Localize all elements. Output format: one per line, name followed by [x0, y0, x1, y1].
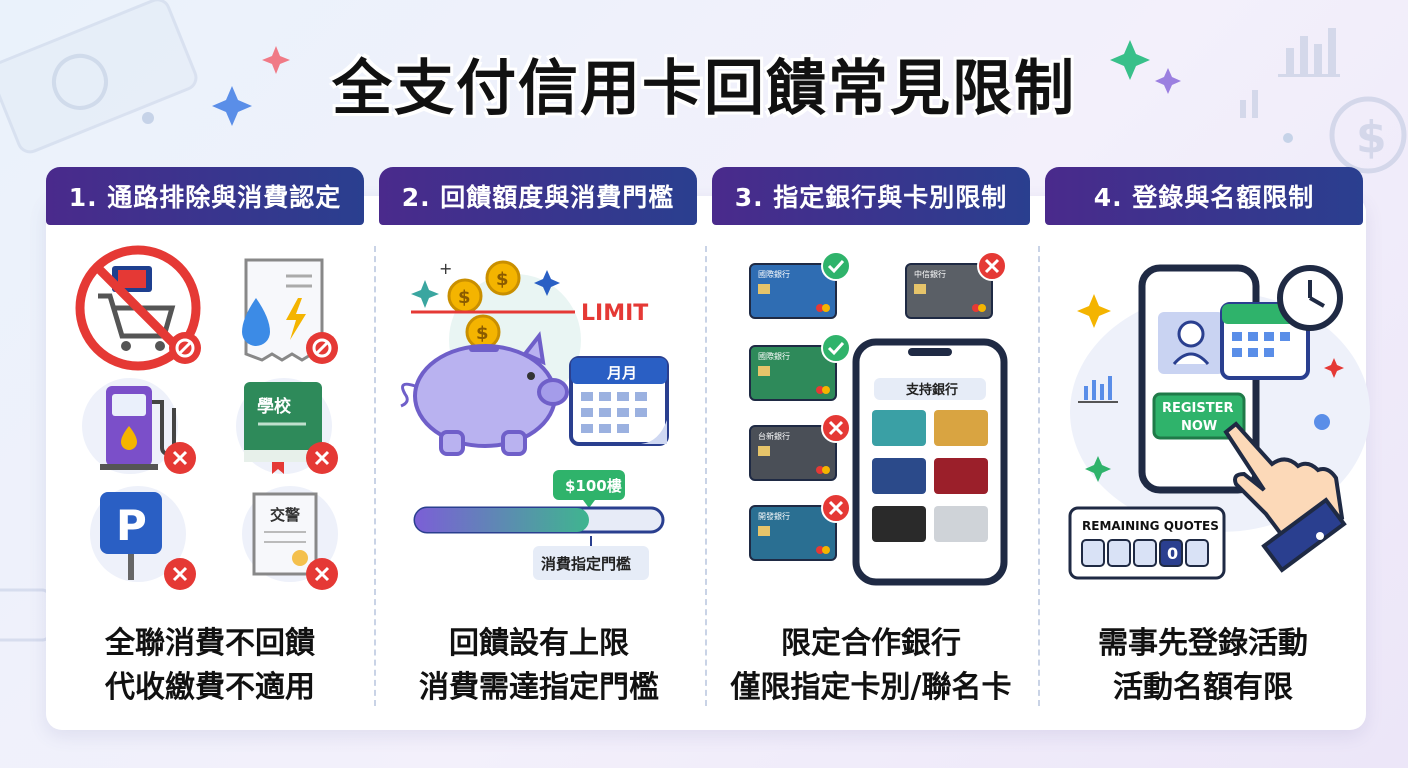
supermarket-ban-icon	[75, 245, 201, 371]
school-label: 學校	[257, 396, 292, 417]
bank-card: 國際銀行	[749, 251, 851, 319]
bank-card: 開發銀行	[749, 493, 851, 561]
bank-card: 中信銀行	[905, 251, 1007, 319]
tab-channel-exclusion: 1. 通路排除與消費認定	[46, 167, 364, 225]
monthly-calendar-icon: 月月	[569, 356, 669, 446]
caption-line: 代收繳費不適用	[105, 670, 315, 705]
amount-badge-text: $100樓	[565, 477, 622, 495]
check-icon	[821, 251, 851, 281]
bank-card: 國際銀行	[749, 333, 851, 401]
bank-card-name: 中信銀行	[914, 269, 946, 279]
calendar-label: 月月	[606, 364, 637, 382]
column-divider	[1038, 246, 1040, 706]
caption-channel-exclusion: 全聯消費不回饋 代收繳費不適用	[45, 622, 375, 710]
traffic-ticket-icon: 交警	[242, 486, 338, 590]
amount-badge: $100樓	[553, 470, 625, 508]
channel-exclusion-illustration: 學校 P 交警	[75, 245, 338, 590]
tab-bank-restriction: 3. 指定銀行與卡別限制	[712, 167, 1030, 225]
caption-line: 消費需達指定門檻	[419, 670, 659, 705]
remaining-quotes-value: 0	[1167, 544, 1178, 563]
piggy-bank-icon	[400, 331, 569, 456]
register-now-button	[1152, 392, 1246, 440]
column-divider	[705, 246, 707, 706]
bank-restriction-illustration: 支持銀行 國際銀行中信銀行國際銀行台新銀行開發銀行	[749, 251, 1008, 586]
remaining-quotes-label: REMAINING QUOTES	[1082, 519, 1219, 533]
caption-bank-restriction: 限定合作銀行 僅限指定卡別/聯名卡	[706, 622, 1036, 710]
svg-text:$: $	[476, 323, 489, 344]
caption-line: 限定合作銀行	[781, 626, 961, 661]
limit-label: LIMIT	[581, 301, 648, 326]
svg-text:+: +	[439, 259, 452, 278]
caption-line: 需事先登錄活動	[1098, 626, 1308, 661]
tab-registration-limit: 4. 登錄與名額限制	[1045, 167, 1363, 225]
utility-bill-icon	[242, 258, 338, 364]
bank-card-list: 國際銀行中信銀行國際銀行台新銀行開發銀行	[749, 251, 1007, 561]
bank-card-name: 國際銀行	[758, 351, 790, 361]
traffic-ticket-label: 交警	[270, 506, 300, 524]
clock-icon	[1277, 265, 1343, 331]
register-now-label-line1: REGISTER	[1162, 401, 1234, 416]
caption-line: 回饋設有上限	[449, 626, 629, 661]
caption-line: 全聯消費不回饋	[105, 626, 315, 661]
caption-reward-cap: 回饋設有上限 消費需達指定門檻	[374, 622, 704, 710]
page-title: 全支付信用卡回饋常見限制	[332, 54, 1076, 124]
register-now-label-line2: NOW	[1181, 419, 1217, 434]
bank-card-name: 台新銀行	[758, 431, 790, 441]
bank-card-name: 開發銀行	[758, 511, 790, 521]
caption-line: 活動名額有限	[1113, 670, 1293, 705]
reward-cap-illustration: + $ $ $ LIMIT 月月 $100樓	[400, 259, 669, 580]
pointing-hand-icon	[1223, 421, 1347, 573]
bank-card-name: 國際銀行	[758, 269, 790, 279]
registration-limit-illustration: REGISTER NOW REMAINING QUOTES 0	[1068, 264, 1370, 580]
caption-line: 僅限指定卡別/聯名卡	[730, 670, 1012, 705]
svg-text:$: $	[458, 287, 471, 308]
check-icon	[821, 333, 851, 363]
column-divider	[374, 246, 376, 706]
caption-registration-limit: 需事先登錄活動 活動名額有限	[1038, 622, 1368, 710]
threshold-label: 消費指定門檻	[541, 555, 631, 573]
phone-header: 支持銀行	[905, 382, 958, 398]
tab-reward-cap: 2. 回饋額度與消費門檻	[379, 167, 697, 225]
threshold-progress-fill	[415, 508, 589, 532]
svg-text:$: $	[1356, 112, 1387, 163]
phone-icon: 支持銀行	[852, 338, 1008, 586]
gas-station-icon	[82, 378, 196, 474]
svg-text:P: P	[116, 501, 147, 550]
parking-icon: P	[90, 486, 196, 590]
svg-text:$: $	[496, 269, 509, 290]
bank-card: 台新銀行	[749, 413, 851, 481]
school-tuition-icon: 學校	[236, 378, 338, 474]
